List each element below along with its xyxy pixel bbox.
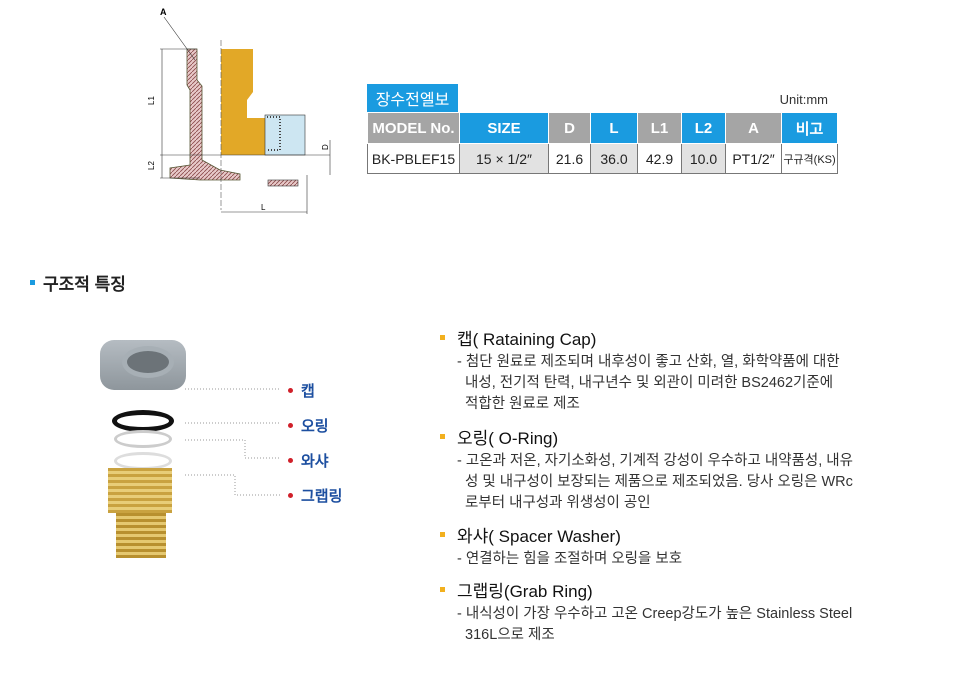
section-title-text: 구조적 특징: [43, 275, 126, 294]
feature-text: - 내식성이 가장 우수하고 고온 Creep강도가 높은 Stainless …: [457, 606, 853, 643]
part-label-o-ring: 오링: [288, 415, 329, 436]
feature-title: 와샤( Spacer Washer): [457, 527, 621, 546]
bullet-icon: [440, 335, 445, 340]
header-model: MODEL No.: [367, 112, 460, 144]
bullet-icon: [440, 532, 445, 537]
washer-image: [114, 430, 172, 448]
feature-grab-ring: 그랩링(Grab Ring) - 내식성이 가장 우수하고 고온 Creep강도가…: [440, 577, 852, 646]
fitting-exploded-photo: [100, 340, 190, 560]
cell-l: 36.0: [590, 143, 638, 174]
section-title: 구조적 특징: [30, 270, 126, 295]
feature-cap: 캡( Rataining Cap) - 첨단 원료로 제조되며 내후성이 좋고 산…: [440, 325, 840, 415]
spec-table: MODEL No. SIZE D L L1 L2 A 비고 BK-PBLEF15…: [367, 112, 838, 174]
feature-text: - 첨단 원료로 제조되며 내후성이 좋고 산화, 열, 화학약품에 대한 내성…: [457, 354, 840, 412]
feature-o-ring: 오링( O-Ring) - 고온과 저온, 자기소화성, 기계적 강성이 우수하고…: [440, 424, 853, 514]
feature-title: 그랩링(Grab Ring): [457, 582, 593, 601]
feature-washer: 와샤( Spacer Washer) - 연결하는 힘을 조절하며 오링을 보호: [440, 522, 682, 570]
part-label-washer: 와샤: [288, 450, 329, 471]
cap-image: [100, 340, 186, 390]
unit-label: Unit:mm: [779, 92, 828, 107]
part-label-grab-ring: 그랩링: [288, 485, 342, 506]
cell-model: BK-PBLEF15: [367, 143, 460, 174]
table-header-row: MODEL No. SIZE D L L1 L2 A 비고: [367, 112, 838, 144]
feature-text: - 고온과 저온, 자기소화성, 기계적 강성이 우수하고 내약품성, 내유 성…: [457, 453, 853, 511]
cell-a: PT1/2″: [725, 143, 782, 174]
header-remark: 비고: [781, 112, 838, 144]
header-l2: L2: [681, 112, 726, 144]
cell-l2: 10.0: [681, 143, 726, 174]
leader-lines: [185, 388, 280, 496]
header-l1: L1: [637, 112, 682, 144]
label-l: L: [261, 203, 266, 212]
label-d: D: [321, 144, 330, 150]
label-a: A: [160, 7, 167, 17]
cell-size: 15 × 1/2″: [459, 143, 549, 174]
header-d: D: [548, 112, 591, 144]
feature-title: 오링( O-Ring): [457, 429, 559, 448]
bullet-icon: [30, 280, 35, 285]
label-l1: L1: [147, 96, 156, 105]
header-l: L: [590, 112, 638, 144]
header-a: A: [725, 112, 782, 144]
bullet-icon: [440, 434, 445, 439]
elbow-cross-section-drawing: A L1 L2 D L: [147, 7, 331, 214]
part-label-cap: 캡: [288, 380, 315, 401]
cell-remark: 구규격(KS): [781, 143, 838, 174]
cell-d: 21.6: [548, 143, 591, 174]
table-row: BK-PBLEF15 15 × 1/2″ 21.6 36.0 42.9 10.0…: [367, 143, 838, 174]
spec-table-title: 장수전엘보: [367, 84, 458, 112]
body-image: [108, 468, 172, 513]
header-size: SIZE: [459, 112, 549, 144]
o-ring-image: [112, 410, 174, 432]
bullet-icon: [440, 587, 445, 592]
feature-title: 캡( Rataining Cap): [457, 330, 597, 349]
label-l2: L2: [147, 161, 156, 170]
feature-text: - 연결하는 힘을 조절하며 오링을 보호: [457, 551, 683, 567]
cell-l1: 42.9: [637, 143, 682, 174]
